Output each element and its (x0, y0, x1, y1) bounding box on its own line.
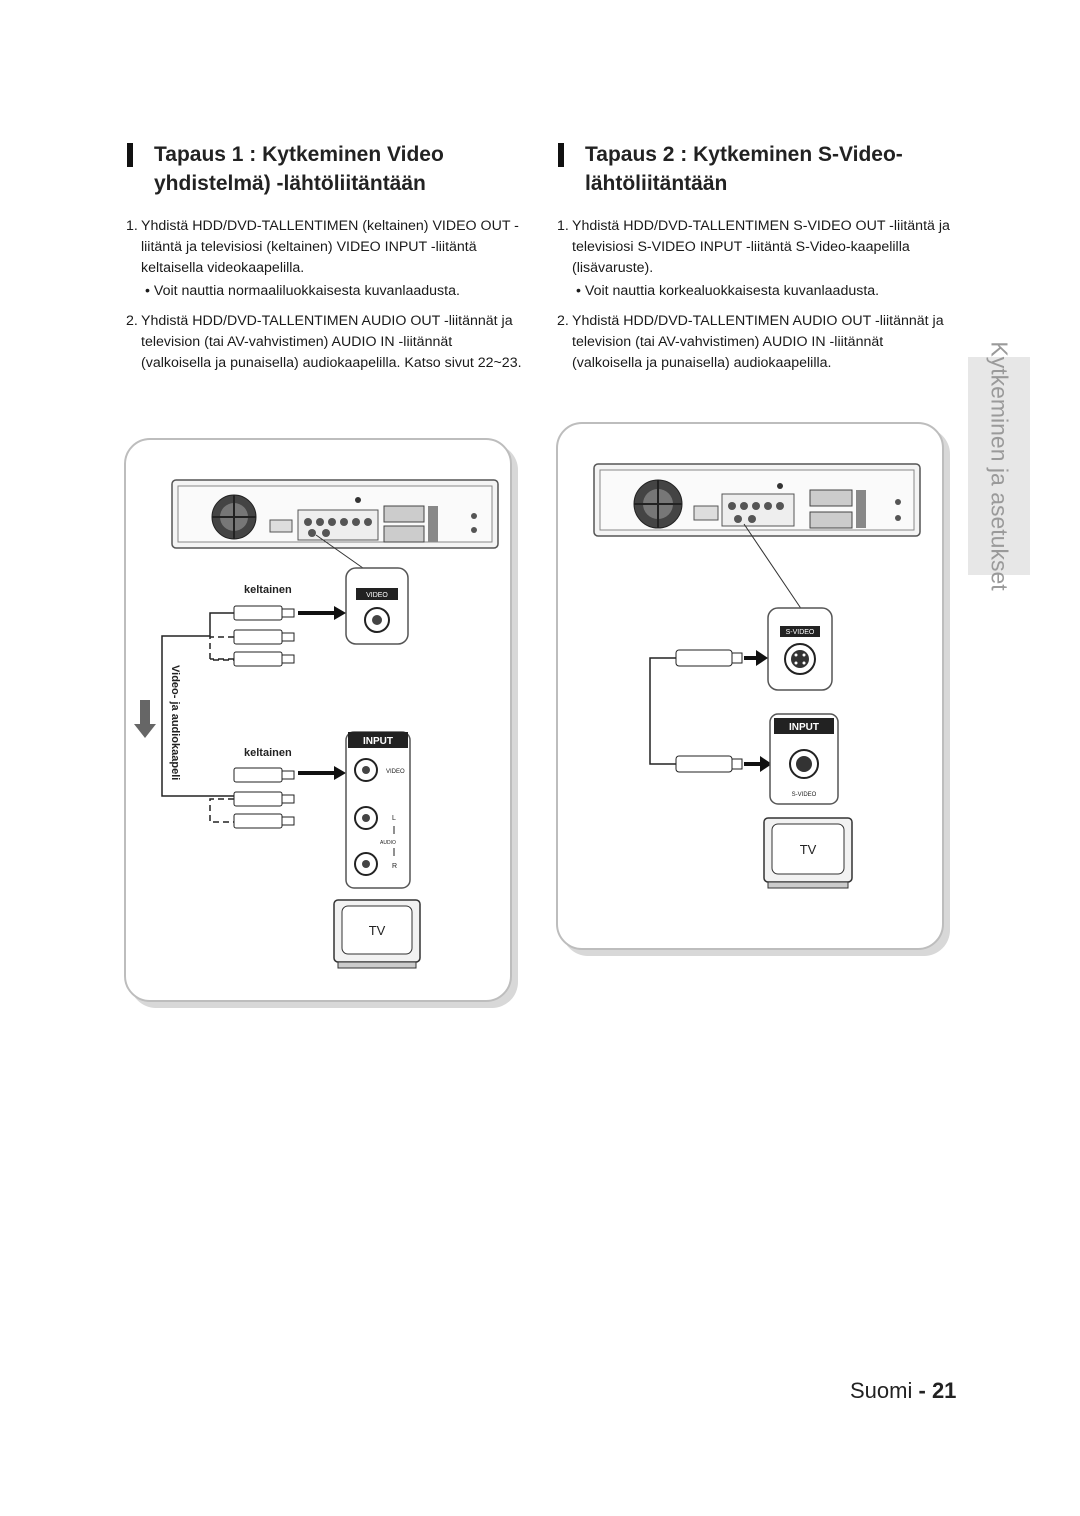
diagram1-illustration: VIDEO keltainen Video- ja audiokaapeli k… (134, 479, 499, 969)
heading-bar-marker (558, 143, 564, 167)
input-video-label: VIDEO (386, 769, 405, 775)
yellow-label-bottom: keltainen (244, 747, 292, 759)
arrow-head-icon (756, 650, 768, 666)
input-r-label: R (392, 863, 397, 870)
step-text: Yhdistä HDD/DVD-TALLENTIMEN S-VIDEO OUT … (572, 218, 950, 276)
chapter-side-tab-label: Kytkeminen ja asetukset (986, 341, 1013, 591)
zoom-jack-label: S-VIDEO (786, 629, 815, 636)
arrow-head-icon (760, 756, 772, 772)
case1-steps: 1. Yhdistä HDD/DVD-TALLENTIMEN (keltaine… (122, 216, 522, 374)
step-number: 1. (126, 218, 138, 234)
video-cable-line (161, 612, 234, 797)
case2-section: Tapaus 2 : Kytkeminen S-Video- lähtöliit… (553, 140, 953, 383)
yellow-label-top: keltainen (244, 584, 292, 596)
case2-step2: 2. Yhdistä HDD/DVD-TALLENTIMEN AUDIO OUT… (553, 311, 953, 374)
input-audio-label: AUDIO (380, 840, 396, 846)
input-header: INPUT (363, 736, 393, 747)
input-header: INPUT (789, 722, 819, 733)
tv-icon: TV (763, 817, 853, 889)
rca-plugs-tv-side (233, 767, 295, 829)
page-number: Suomi - 21 (850, 1378, 956, 1404)
step-text: Yhdistä HDD/DVD-TALLENTIMEN AUDIO OUT -l… (141, 313, 522, 371)
arrow-head-icon (334, 606, 346, 620)
case1-step1: 1. Yhdistä HDD/DVD-TALLENTIMEN (keltaine… (122, 216, 522, 302)
audio-cable-white-line (209, 636, 234, 661)
recorder-rear-panel (593, 463, 921, 537)
zoom-svideo-out-jack: S-VIDEO (767, 607, 833, 691)
case1-heading-line2: yhdistelmä) -lähtöliitäntään (154, 172, 426, 195)
diagram2-panel: S-VIDEO INPUT S-VIDEO (556, 422, 944, 950)
input-svideo-label: S-VIDEO (792, 792, 817, 798)
zoom-jack-label: VIDEO (366, 592, 388, 599)
step-note: • Voit nauttia korkealuokkaisesta kuvanl… (576, 283, 880, 299)
page-number-value: 21 (931, 1378, 957, 1403)
tv-input-panel: INPUT S-VIDEO (769, 713, 839, 805)
input-l-label: L (392, 815, 396, 822)
case1-heading-line1: Tapaus 1 : Kytkeminen Video (154, 143, 444, 166)
tv-icon: TV (333, 899, 421, 969)
step-number: 1. (557, 218, 569, 234)
diagram1-panel: VIDEO keltainen Video- ja audiokaapeli k… (124, 438, 512, 1002)
heading-bar-marker (127, 143, 133, 167)
case2-heading: Tapaus 2 : Kytkeminen S-Video- lähtöliit… (553, 140, 953, 198)
case2-heading-line2: lähtöliitäntään (585, 172, 728, 195)
case2-heading-line1: Tapaus 2 : Kytkeminen S-Video- (585, 143, 903, 166)
case1-step2: 2. Yhdistä HDD/DVD-TALLENTIMEN AUDIO OUT… (122, 311, 522, 374)
tv-label: TV (800, 842, 817, 857)
recorder-rear-panel (171, 479, 499, 549)
case2-step1: 1. Yhdistä HDD/DVD-TALLENTIMEN S-VIDEO O… (553, 216, 953, 302)
tv-label: TV (369, 923, 386, 938)
case2-steps: 1. Yhdistä HDD/DVD-TALLENTIMEN S-VIDEO O… (553, 216, 953, 374)
page-language: Suomi (850, 1378, 913, 1403)
arrow-head-icon (334, 766, 346, 780)
audio-cable-dashed (209, 798, 234, 823)
zoom-video-out-jack: VIDEO (345, 567, 409, 645)
step-text: Yhdistä HDD/DVD-TALLENTIMEN (keltainen) … (141, 218, 519, 276)
rca-plugs-recorder-side (233, 605, 295, 667)
step-number: 2. (557, 313, 569, 329)
svideo-cable-line (649, 657, 676, 765)
page-separator: - (918, 1378, 926, 1403)
chapter-side-tab (968, 357, 1030, 575)
step-number: 2. (126, 313, 138, 329)
step-note: • Voit nauttia normaaliluokkaisesta kuva… (145, 283, 460, 299)
case1-section: Tapaus 1 : Kytkeminen Video yhdistelmä) … (122, 140, 522, 383)
tv-input-panel: INPUT VIDEO L AUDIO R (345, 731, 411, 889)
diagram2-illustration: S-VIDEO INPUT S-VIDEO (593, 463, 921, 889)
case1-heading: Tapaus 1 : Kytkeminen Video yhdistelmä) … (122, 140, 522, 198)
cable-label: Video- ja audiokaapeli (169, 665, 181, 780)
svideo-plug-recorder-side (675, 649, 743, 667)
step-text: Yhdistä HDD/DVD-TALLENTIMEN AUDIO OUT -l… (572, 313, 944, 371)
svideo-plug-tv-side (675, 755, 743, 773)
down-arrow-icon (134, 700, 156, 738)
